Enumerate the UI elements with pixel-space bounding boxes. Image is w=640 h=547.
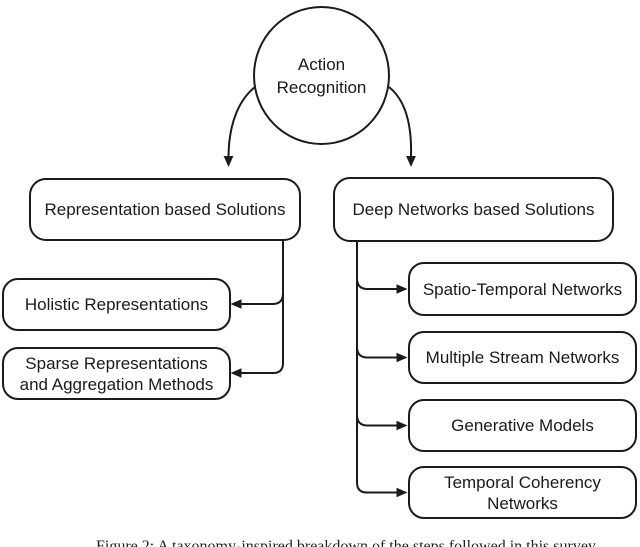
connector-right-trunk [356,242,408,498]
node-label: Temporal Coherency Networks [444,472,601,513]
arrow-root-to-deep-networks [388,86,416,167]
node-temporal-coherency-networks: Temporal Coherency Networks [408,466,637,519]
figure-caption: Figure 2: A taxonomy-inspired breakdown … [96,538,599,547]
branch-label: Deep Networks based Solutions [352,200,595,219]
connector-right-branch-generative [356,414,408,431]
node-label: Holistic Representations [24,295,209,314]
node-label: Generative Models [451,416,594,435]
node-sparse-representations-aggregation: Sparse Representations and Aggregation M… [2,347,231,400]
root-node-action-recognition: Action Recognition [253,6,390,145]
branch-representation-based-solutions: Representation based Solutions [29,178,301,241]
node-spatio-temporal-networks: Spatio-Temporal Networks [408,262,637,316]
node-label: Spatio-Temporal Networks [422,279,623,299]
node-label: Multiple Stream Networks [425,348,620,367]
arrow-root-to-representation [223,86,256,167]
node-label: Sparse Representations and Aggregation M… [19,353,214,394]
branch-label: Representation based Solutions [44,200,286,219]
connector-right-branch-multiple [356,346,408,363]
connector-left-trunk [230,241,284,378]
connector-right-branch-spatio [356,278,408,294]
node-multiple-stream-networks: Multiple Stream Networks [408,331,637,384]
node-holistic-representations: Holistic Representations [2,278,231,331]
root-node-label: Action Recognition [276,54,367,97]
connector-left-branch-holistic [230,293,284,309]
branch-deep-networks-based-solutions: Deep Networks based Solutions [333,177,614,242]
node-generative-models: Generative Models [408,399,637,452]
